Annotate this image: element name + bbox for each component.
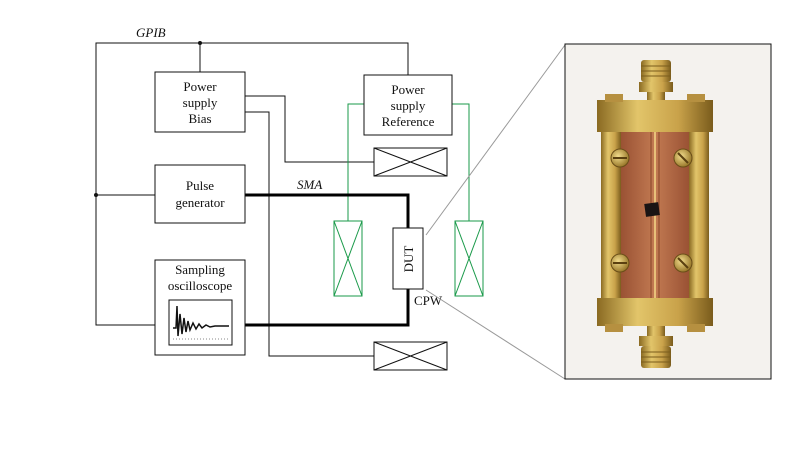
- sma-coax-lines: [245, 193, 410, 327]
- pulse-generator-block: Pulse generator: [154, 164, 246, 224]
- block-label-line: Reference: [382, 114, 435, 129]
- sma-label: SMA: [297, 177, 322, 192]
- attenuator-bottom: [373, 341, 448, 371]
- block-label-line: supply: [391, 98, 426, 113]
- block-label-line: Pulse: [186, 178, 214, 193]
- block-label-line: Power: [183, 79, 217, 94]
- fixture-photo: [564, 43, 772, 380]
- bias-tee-left: [333, 220, 363, 297]
- zoom-callout-lines: [425, 44, 566, 380]
- block-label-line: supply: [183, 95, 218, 110]
- dut-block: DUT: [392, 227, 424, 290]
- block-label-line: Power: [391, 82, 425, 97]
- gpib-bus: [94, 41, 409, 326]
- sma-connector-bottom: [639, 326, 673, 368]
- power-supply-bias-block: Power supply Bias: [154, 71, 246, 133]
- sma-connector-top: [639, 60, 673, 102]
- block-label-line: Sampling: [175, 262, 225, 277]
- dut-chip: [644, 202, 660, 217]
- power-supply-reference-block: Power supply Reference: [363, 74, 453, 136]
- block-label-line: oscilloscope: [168, 278, 232, 293]
- cpw-label: CPW: [414, 293, 443, 308]
- bias-tee-right: [454, 220, 484, 297]
- dut-label: DUT: [401, 246, 416, 273]
- oscilloscope-screen: [168, 299, 233, 346]
- sampling-oscilloscope-block: Sampling oscilloscope: [154, 259, 246, 356]
- oscilloscope-trace: [173, 305, 229, 337]
- reference-bias-wires: [347, 103, 470, 221]
- bias-wires: [245, 95, 374, 357]
- attenuator-top: [373, 147, 448, 177]
- block-label-line: Bias: [188, 111, 211, 126]
- gpib-label: GPIB: [136, 25, 166, 40]
- block-label-line: generator: [175, 195, 225, 210]
